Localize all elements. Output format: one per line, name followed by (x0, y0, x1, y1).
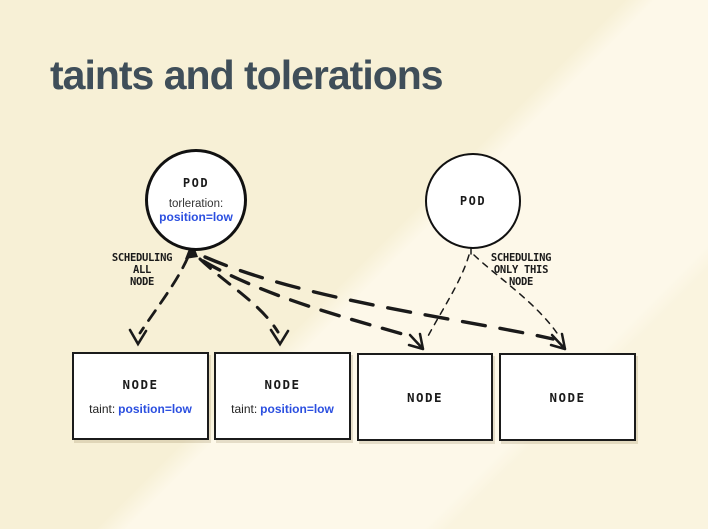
pod-right: POD (425, 153, 521, 249)
pod-left-toleration-label: torleration: (168, 198, 224, 210)
node-box-1: NODE taint:position=low (72, 352, 209, 440)
taint-value: position=low (260, 401, 334, 416)
taint-label: taint: (231, 401, 258, 416)
node-4-name: NODE (549, 389, 586, 405)
label-line: SCHEDULING (490, 252, 552, 264)
arrowhead-node1 (128, 328, 148, 347)
node-3-name: NODE (406, 389, 444, 405)
label-scheduling-only-this-node: SCHEDULING ONLY THIS NODE (466, 252, 576, 288)
arrow-pod-left-node3 (201, 259, 415, 339)
node-2-taint: taint:position=low (231, 402, 334, 416)
node-2-name: NODE (264, 376, 301, 392)
arrow-pod-left-node2 (198, 257, 280, 334)
label-scheduling-all-node: SCHEDULING ALL NODE (87, 252, 197, 288)
pod-left-toleration-value: position=low (159, 210, 233, 224)
node-box-3: NODE (357, 353, 493, 441)
arrowhead-node3 (407, 332, 425, 351)
pod-left: POD torleration: position=low (145, 149, 247, 251)
node-box-2: NODE taint:position=low (214, 352, 351, 440)
pod-right-name: POD (459, 194, 487, 208)
label-line: ONLY THIS (493, 264, 549, 276)
page-title: taints and tolerations (50, 52, 444, 98)
label-line: SCHEDULING (111, 252, 173, 264)
pod-left-name: POD (182, 176, 210, 190)
node-1-name: NODE (122, 376, 159, 392)
label-line: NODE (508, 276, 534, 288)
label-line: ALL (132, 264, 152, 276)
arrowhead-node2 (269, 328, 290, 347)
taint-value: position=low (118, 401, 192, 416)
arrow-pod-right-node3 (426, 254, 470, 339)
arrowhead-node4 (549, 332, 567, 351)
node-box-4: NODE (499, 353, 636, 441)
taint-label: taint: (89, 401, 116, 416)
label-line: NODE (129, 276, 155, 288)
node-1-taint: taint:position=low (89, 402, 192, 416)
